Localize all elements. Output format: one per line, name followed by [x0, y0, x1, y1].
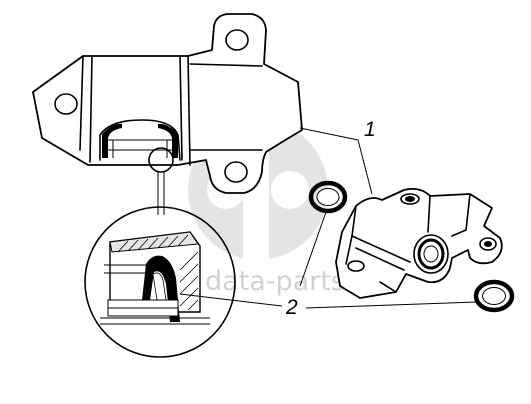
- callout-2: 2: [285, 296, 298, 319]
- oil-seal-ring-upper-icon: [308, 180, 348, 214]
- block-outline: [335, 187, 503, 299]
- leader-1-to-block: [357, 139, 373, 195]
- callout-1: 1: [364, 118, 376, 141]
- leader-2-to-detail: [179, 293, 283, 307]
- bracket-housing: [32, 13, 303, 194]
- leader-2-to-upper-ring: [299, 211, 327, 287]
- detail-magnifier-circle: [84, 206, 236, 358]
- leader-lines: [179, 127, 478, 309]
- mounting-block: [335, 187, 503, 299]
- section-hatching: [117, 234, 199, 311]
- leader-1-to-housing: [299, 127, 359, 141]
- cutaway-section: [99, 119, 181, 161]
- block-right-hole: [479, 237, 497, 251]
- detail-view: [84, 147, 236, 358]
- detail-source-marker: [148, 147, 174, 173]
- leader-2-to-lower-ring: [305, 301, 478, 309]
- watermark-text: data-parts: [205, 266, 345, 297]
- block-top-hole: [400, 193, 420, 205]
- bracket-outline: [32, 13, 303, 194]
- block-bore: [413, 234, 449, 274]
- block-base-hole: [347, 260, 365, 272]
- bottom-lug-hole: [224, 161, 248, 183]
- top-lug-hole: [225, 29, 249, 51]
- left-lug-hole: [54, 93, 78, 115]
- oil-seal-ring-lower-icon: [473, 279, 515, 313]
